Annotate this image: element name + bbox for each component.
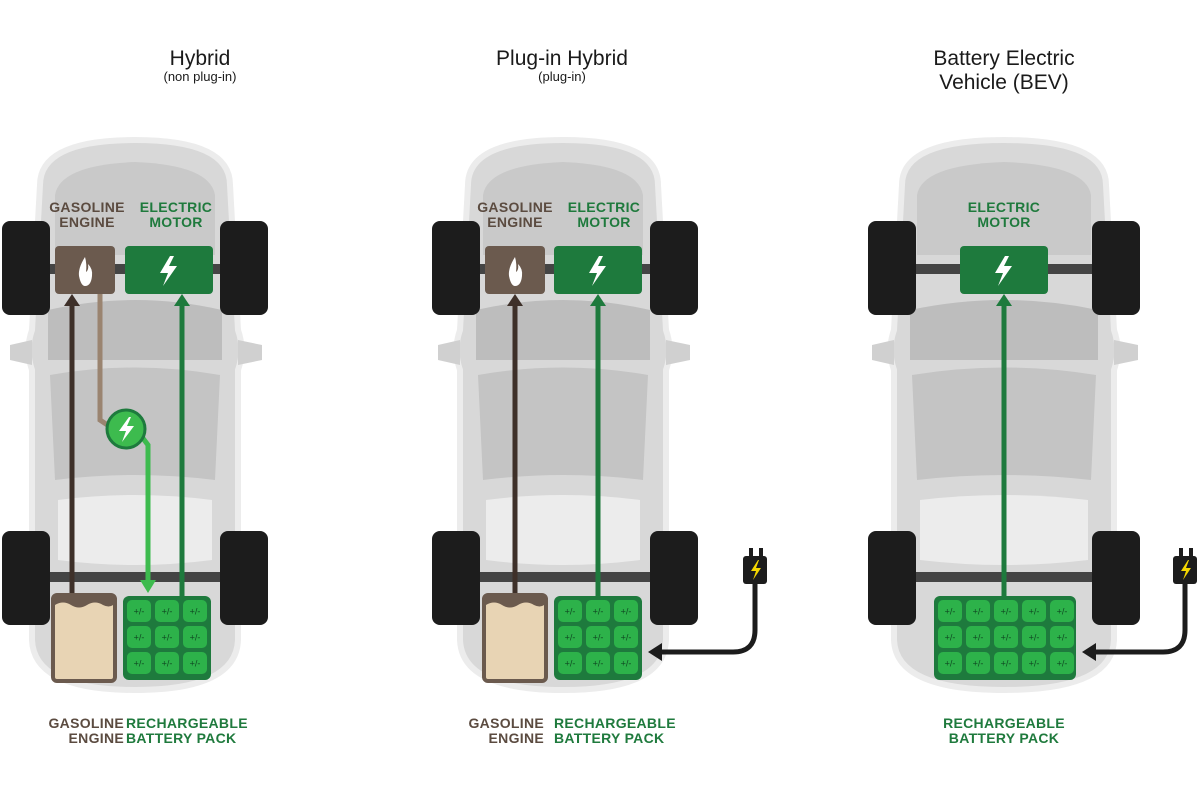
panel-title: Battery Electric Vehicle (BEV): [933, 47, 1075, 94]
lightning-bolt-icon: [995, 256, 1012, 286]
gasoline-engine-bottom-label: GASOLINE ENGINE: [48, 715, 124, 746]
battery-pack: [934, 596, 1076, 680]
fuel-to-engine-arrow: [507, 294, 523, 598]
panel-subtitle: (plug-in): [538, 69, 586, 84]
plug-cord-arrow: [648, 582, 758, 661]
fuel-tank: [51, 593, 117, 683]
plug-cord-arrow: [1082, 582, 1188, 661]
flame-icon: [78, 257, 93, 286]
lightning-bolt-icon: [160, 256, 177, 286]
tire: [432, 531, 480, 625]
tire: [2, 531, 50, 625]
panel-title: Plug-in Hybrid: [496, 47, 628, 70]
battery-pack-label: RECHARGEABLE BATTERY PACK: [554, 715, 676, 746]
battery-pack-label: RECHARGEABLE BATTERY PACK: [126, 715, 248, 746]
electric-motor: [554, 246, 642, 294]
fuel-tank: [482, 593, 548, 683]
tire: [2, 221, 50, 315]
tire: [868, 221, 916, 315]
gasoline-engine: [485, 246, 545, 294]
panel-plug-in-hybrid: Plug-in Hybrid (plug-in) GASOLINE ENGINE…: [428, 0, 828, 800]
tire: [1092, 221, 1140, 315]
electric-motor: [125, 246, 213, 294]
gasoline-engine-bottom-label: GASOLINE ENGINE: [468, 715, 544, 746]
battery-pack-label: RECHARGEABLE BATTERY PACK: [943, 715, 1065, 746]
electric-motor-label: ELECTRIC MOTOR: [567, 199, 641, 230]
hybrid-car-diagram: [2, 136, 268, 694]
panel-title: Hybrid: [169, 47, 231, 70]
battery-pack: [554, 596, 642, 680]
tire: [868, 531, 916, 625]
tire: [650, 221, 698, 315]
gasoline-engine-label: GASOLINE ENGINE: [49, 199, 125, 230]
flame-icon: [508, 257, 523, 286]
generator-to-battery-arrow: [140, 435, 156, 593]
battery-to-motor-arrow: [590, 294, 606, 598]
electric-motor-label: ELECTRIC MOTOR: [139, 199, 213, 230]
gasoline-engine: [55, 246, 115, 294]
battery-to-motor-arrow: [174, 294, 190, 598]
panel-hybrid: Hybrid (non plug-in) GASOLINE ENGINE ELE…: [0, 0, 400, 800]
rear-axle: [40, 572, 230, 582]
tire: [432, 221, 480, 315]
fuel-to-engine-arrow: [64, 294, 80, 598]
panel-battery-electric-vehicle: Battery Electric Vehicle (BEV) ELECTRIC …: [862, 0, 1200, 800]
tire: [220, 531, 268, 625]
generator-icon: [105, 408, 147, 450]
electric-motor-label: ELECTRIC MOTOR: [967, 199, 1041, 230]
battery-to-motor-arrow: [996, 294, 1012, 598]
rear-axle: [468, 572, 658, 582]
gasoline-engine-label: GASOLINE ENGINE: [477, 199, 553, 230]
lightning-bolt-icon: [589, 256, 606, 286]
plug-in-hybrid-car-diagram: [432, 136, 767, 694]
tire: [650, 531, 698, 625]
battery-pack: [123, 596, 211, 680]
tire: [1092, 531, 1140, 625]
bev-car-diagram: [868, 136, 1197, 694]
tire: [220, 221, 268, 315]
plug-icon: [743, 548, 767, 584]
plug-icon: [1173, 548, 1197, 584]
panel-subtitle: (non plug-in): [163, 69, 237, 84]
electric-motor: [960, 246, 1048, 294]
